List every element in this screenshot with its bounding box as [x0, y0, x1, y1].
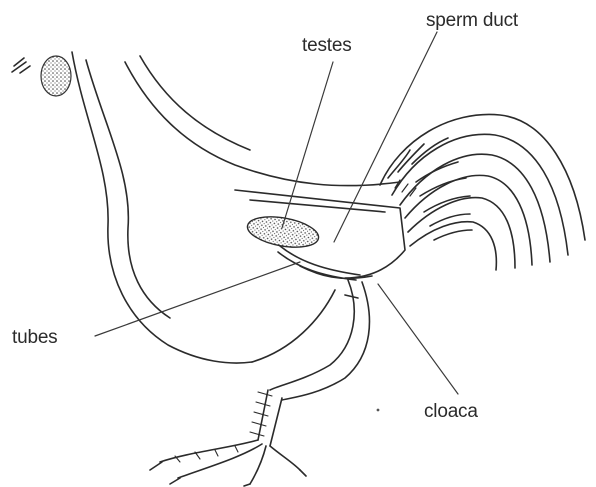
pointer-tubes — [95, 262, 300, 336]
pointer-lines — [95, 32, 458, 394]
tail-feathers — [380, 114, 585, 270]
label-sperm-duct: sperm duct — [426, 11, 518, 30]
foot — [150, 440, 306, 486]
label-cloaca: cloaca — [424, 402, 478, 421]
testes-organ — [245, 212, 321, 252]
pointer-sperm-duct — [334, 32, 437, 242]
leg — [250, 280, 369, 446]
label-testes: testes — [302, 36, 352, 55]
pointer-testes — [282, 62, 333, 228]
pointer-cloaca — [378, 284, 458, 394]
organs — [245, 212, 360, 280]
label-tubes: tubes — [12, 328, 57, 347]
body-outline — [72, 52, 405, 363]
head-fragment — [12, 56, 71, 96]
sperm-tube-upper — [280, 246, 360, 275]
